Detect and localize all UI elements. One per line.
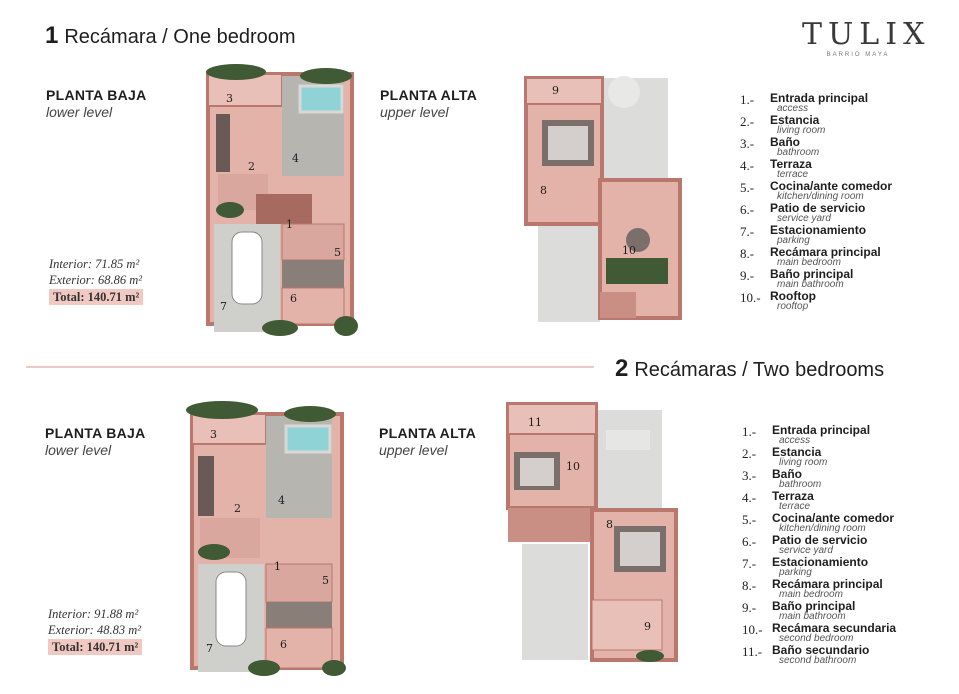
floor-plan-lower-2: 3 2 4 1 5 6 7 [178, 400, 348, 678]
level-name-en: lower level [46, 104, 113, 120]
room-number: 11 [528, 416, 542, 429]
room-number: 5 [322, 574, 329, 587]
floor-plan-upper-1: 9 8 10 [520, 68, 696, 328]
room-number: 8 [606, 518, 613, 531]
section-title-text: Recámara / One bedroom [64, 26, 296, 48]
room-number: 9 [552, 84, 559, 97]
total-area: Total: 140.71 m² [48, 639, 143, 655]
room-number: 2 [248, 160, 255, 173]
room-number: 10 [622, 244, 636, 257]
level-name-es: PLANTA ALTA [380, 87, 478, 103]
upper-level-label: PLANTA ALTA upper level [379, 425, 476, 459]
interior-area: Interior: 71.85 m² [49, 257, 140, 271]
brand-subtitle: BARRIO MAYA [826, 52, 890, 58]
level-name-es: PLANTA BAJA [45, 425, 146, 441]
room-number: 4 [292, 152, 299, 165]
section-number: 1 [45, 22, 59, 49]
level-name-en: upper level [380, 104, 449, 120]
level-name-es: PLANTA ALTA [379, 425, 477, 441]
lower-level-label: PLANTA BAJA lower level [46, 87, 147, 121]
room-number: 5 [334, 246, 341, 259]
room-number: 7 [220, 300, 227, 313]
upper-level-label: PLANTA ALTA upper level [380, 87, 477, 121]
room-number: 7 [206, 642, 213, 655]
room-number: 1 [274, 560, 281, 573]
room-number: 4 [278, 494, 285, 507]
total-area: Total: 140.71 m² [49, 289, 144, 305]
room-number: 1 [286, 218, 293, 231]
brand-logo: TULIX BARRIO MAYA [802, 17, 931, 59]
room-number: 3 [210, 428, 217, 441]
level-name-es: PLANTA BAJA [46, 87, 147, 103]
room-number: 9 [644, 620, 651, 633]
area-summary: Interior: 91.88 m² Exterior: 48.83 m² To… [48, 606, 143, 655]
exterior-area: Exterior: 48.83 m² [48, 623, 141, 637]
room-number: 8 [540, 184, 547, 197]
floor-plan-lower-1: 3 2 4 1 5 6 7 [196, 64, 360, 338]
room-number: 2 [234, 502, 241, 515]
brand-mark: TULIX [802, 17, 931, 52]
room-number: 3 [226, 92, 233, 105]
area-summary: Interior: 71.85 m² Exterior: 68.86 m² To… [49, 256, 144, 305]
section-number: 2 [615, 355, 629, 382]
room-number: 6 [290, 292, 297, 305]
level-name-en: upper level [379, 442, 448, 458]
room-number: 10 [566, 460, 580, 473]
level-name-en: lower level [45, 442, 112, 458]
exterior-area: Exterior: 68.86 m² [49, 273, 142, 287]
section-divider [26, 366, 594, 368]
room-number: 6 [280, 638, 287, 651]
interior-area: Interior: 91.88 m² [48, 607, 139, 621]
floor-plan-upper-2: 11 10 8 9 [500, 400, 686, 668]
section-title-text: Recámaras / Two bedrooms [634, 359, 885, 381]
lower-level-label: PLANTA BAJA lower level [45, 425, 146, 459]
